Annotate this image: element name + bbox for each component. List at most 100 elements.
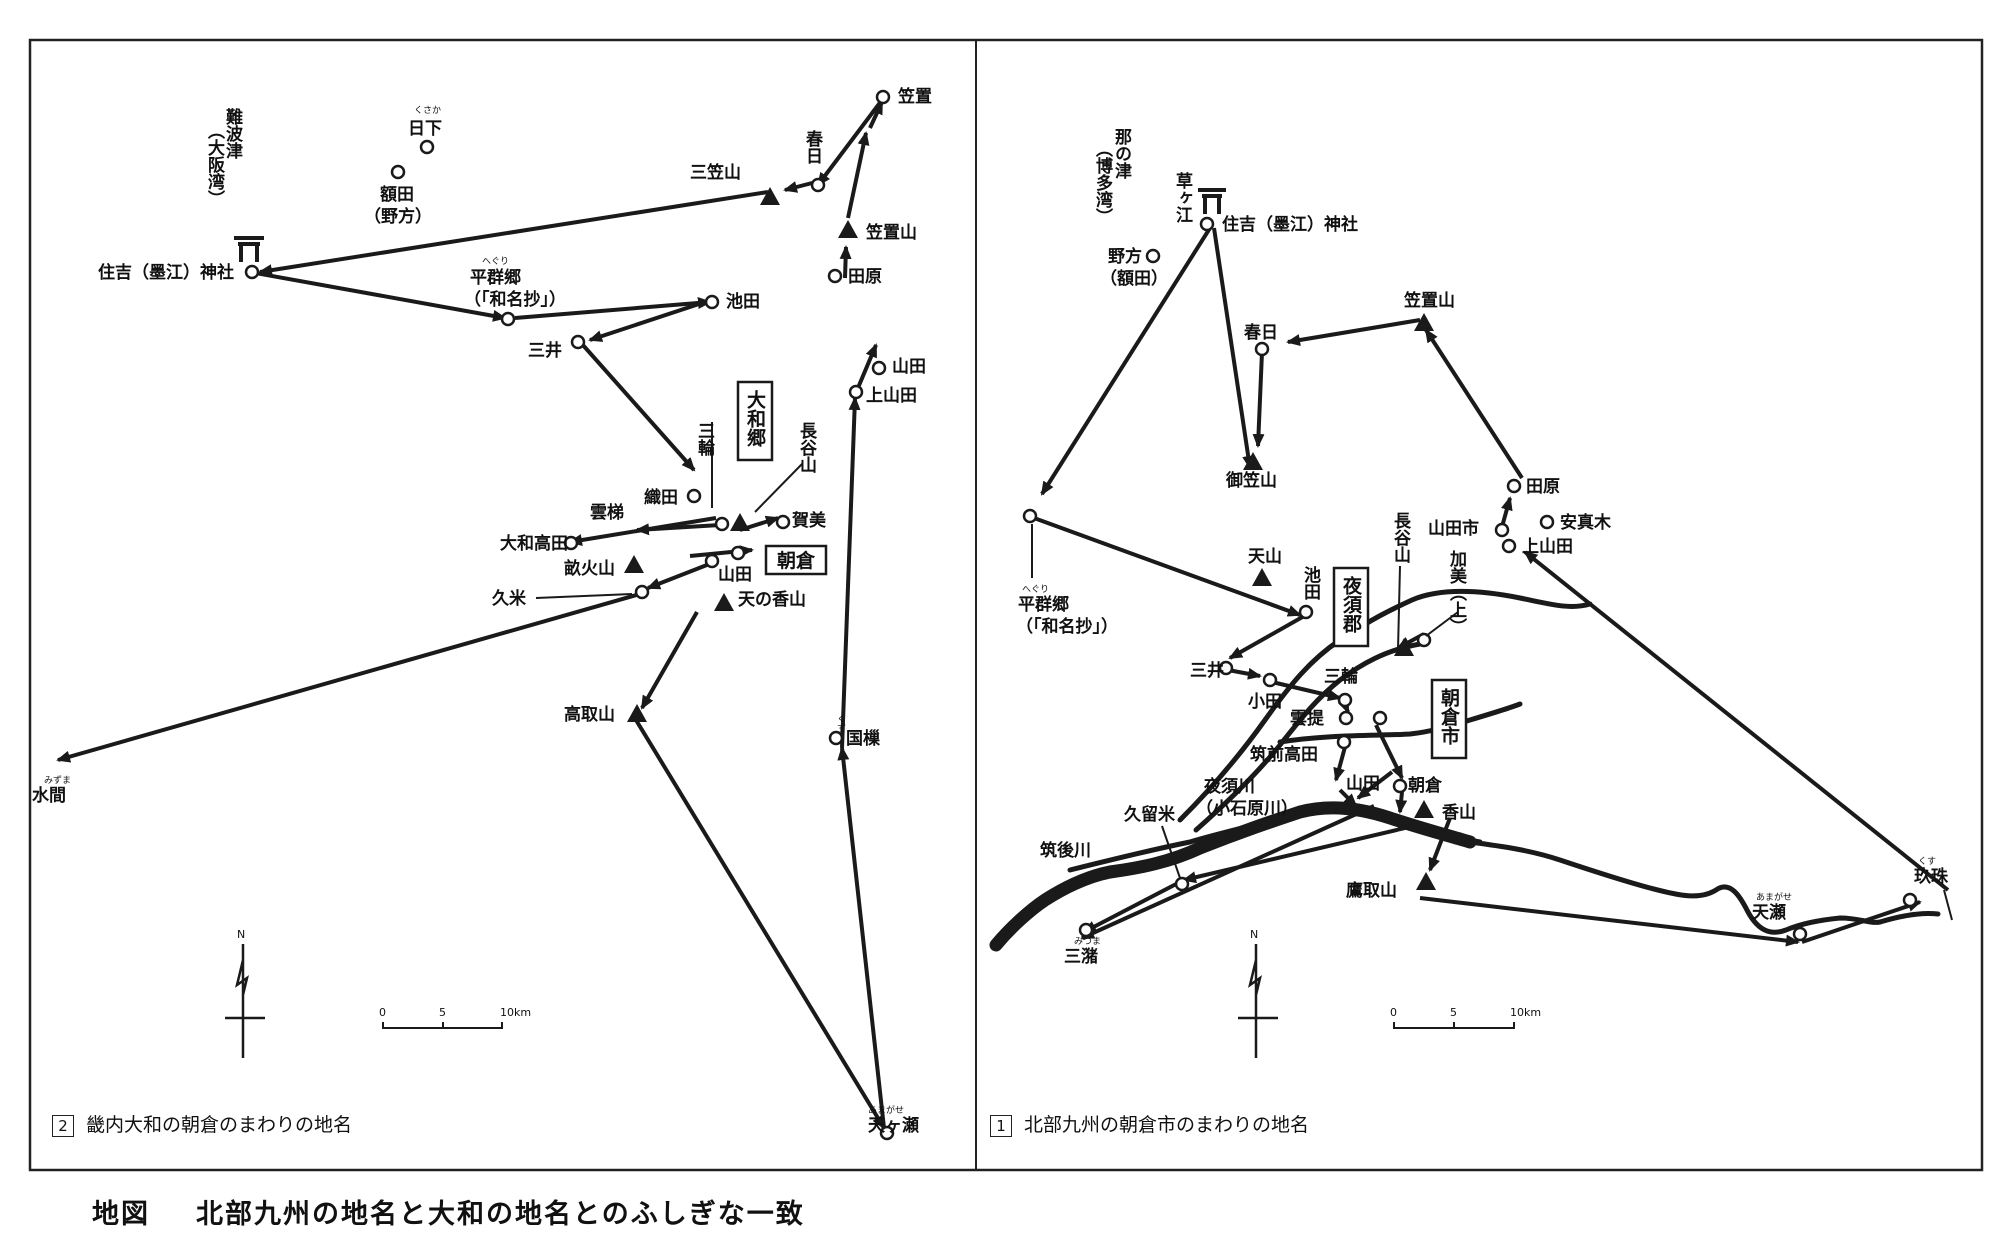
place-marker	[775, 514, 791, 530]
label-yasugawa: 夜須川	[1203, 776, 1255, 797]
place-marker	[1218, 660, 1234, 676]
place-marker	[1078, 922, 1094, 938]
svg-text:10km: 10km	[500, 1006, 531, 1019]
label-mii-right: 三井	[1190, 660, 1224, 681]
shrine-gate-icon	[234, 236, 264, 262]
label-unade-left: 雲梯	[590, 502, 624, 523]
place-marker	[1501, 538, 1517, 554]
label-nokata-sub: （額田）	[1100, 268, 1168, 289]
place-marker	[1902, 892, 1918, 908]
place-marker	[879, 1125, 895, 1141]
label-orita: 織田	[644, 487, 678, 508]
label-asakura-right: 朝倉	[1408, 775, 1443, 796]
label-tawara-right: 田原	[1526, 477, 1560, 497]
leader-line	[1425, 611, 1459, 637]
caption-left-number: 2	[52, 1115, 74, 1137]
label-sumiyoshi-left: 住吉（墨江）神社	[98, 262, 234, 283]
label-mizuma-left: 水間	[32, 785, 66, 806]
mountain-marker	[1252, 568, 1272, 586]
shrine-gate-icon	[1198, 188, 1226, 214]
label-hasedera-left: 長谷山	[796, 422, 817, 474]
label-mii-left: 三井	[528, 340, 562, 361]
mountain-marker	[1416, 872, 1436, 890]
place-marker	[810, 177, 826, 193]
label-heguri-left-sub: （「和名抄」）	[464, 289, 566, 310]
ruby-amase: あまがせ	[1756, 891, 1792, 903]
label-chikuzen-takada: 筑前高田	[1250, 744, 1318, 765]
label-kusagae: 草ヶ江	[1172, 172, 1193, 223]
label-yamada-right: 山田	[1346, 774, 1380, 794]
mountain-marker	[627, 704, 647, 722]
label-kami-right: 加美（上）	[1446, 550, 1468, 635]
label-miwa-right: 三輪	[1324, 666, 1359, 687]
label-amagi: 安真木	[1560, 512, 1612, 533]
label-heguri-right-sub: （「和名抄」）	[1016, 616, 1118, 637]
mountain-marker	[714, 593, 734, 611]
label-yamadaichi: 山田市	[1428, 518, 1479, 539]
left-panel-routes	[56, 98, 886, 1130]
map-frame	[28, 38, 1984, 1172]
mountain-marker	[1414, 800, 1434, 818]
place-marker	[1416, 632, 1432, 648]
place-marker	[1174, 876, 1190, 892]
label-mizuma-right: 三潴	[1064, 946, 1098, 967]
ruby-mizuma-right: みづま	[1074, 936, 1101, 947]
label-nokata: 野方	[1108, 246, 1142, 267]
label-hasedera-right: 長谷山	[1390, 512, 1411, 564]
svg-text:0: 0	[379, 1006, 386, 1019]
leader-line	[1397, 565, 1401, 651]
place-marker	[686, 488, 702, 504]
ruby-heguri-left: へぐり	[482, 256, 509, 267]
ruby-amagase-left: あまがせ	[868, 1104, 904, 1116]
label-kume: 久米	[492, 588, 527, 609]
label-heguri-left: 平群郷	[470, 267, 521, 288]
svg-text:5: 5	[439, 1006, 446, 1019]
place-marker	[1298, 604, 1314, 620]
right-panel-routes	[1033, 226, 1950, 947]
figure-title: 地図北部九州の地名と大和の地名とのふしぎな一致	[92, 1192, 805, 1231]
caption-left-text: 畿内大和の朝倉のまわりの地名	[86, 1114, 353, 1136]
label-kasagi: 笠置	[898, 86, 932, 107]
place-marker	[1262, 672, 1278, 688]
mountain-marker	[730, 513, 750, 531]
place-marker	[1338, 710, 1354, 726]
place-marker	[390, 164, 406, 180]
left-panel-points	[244, 89, 895, 1141]
label-nukata: 額田	[379, 184, 414, 205]
label-heguri-right: 平群郷	[1018, 594, 1069, 615]
label-yasugawa-sub: （小石原川）	[1196, 798, 1298, 819]
label-kusu: 玖珠	[1914, 866, 1949, 887]
label-amase: 天瀬	[1752, 903, 1786, 923]
label-kamiyamada-right: 上山田	[1522, 537, 1573, 557]
label-yamada-n: 山田	[892, 357, 926, 377]
label-kurume: 久留米	[1124, 804, 1176, 825]
label-tenzan: 天山	[1248, 547, 1282, 567]
label-amagase-left: 天ヶ瀬	[868, 1116, 919, 1136]
mountain-marker	[1243, 452, 1263, 470]
box-asakura-city	[1430, 678, 1468, 760]
svg-text:N: N	[237, 928, 245, 941]
label-takatori-left: 高取山	[564, 704, 615, 725]
scale-bar-left: 0 5 10km	[379, 1006, 531, 1029]
place-marker	[570, 334, 586, 350]
place-marker	[1792, 926, 1808, 942]
box-yasu	[1332, 566, 1370, 648]
svg-text:5: 5	[1450, 1006, 1457, 1019]
scale-bar-right: 0 5 10km	[1390, 1006, 1541, 1029]
mountain-marker	[624, 555, 644, 573]
label-yamato-takada: 大和高田	[500, 533, 568, 554]
label-miwa-left: 三輪	[694, 422, 715, 457]
mountain-marker	[838, 220, 858, 238]
svg-text:0: 0	[1390, 1006, 1397, 1019]
label-kasagiyama: 笠置山	[866, 222, 917, 243]
place-marker	[714, 516, 730, 532]
ruby-heguri-right: へぐり	[1022, 584, 1049, 595]
mountain-marker	[1394, 638, 1414, 656]
place-marker	[1199, 216, 1215, 232]
place-marker	[563, 535, 579, 551]
label-oda: 小田	[1248, 692, 1282, 712]
right-panel-points	[1022, 216, 1918, 942]
mountain-marker	[760, 187, 780, 205]
place-marker	[848, 384, 864, 400]
